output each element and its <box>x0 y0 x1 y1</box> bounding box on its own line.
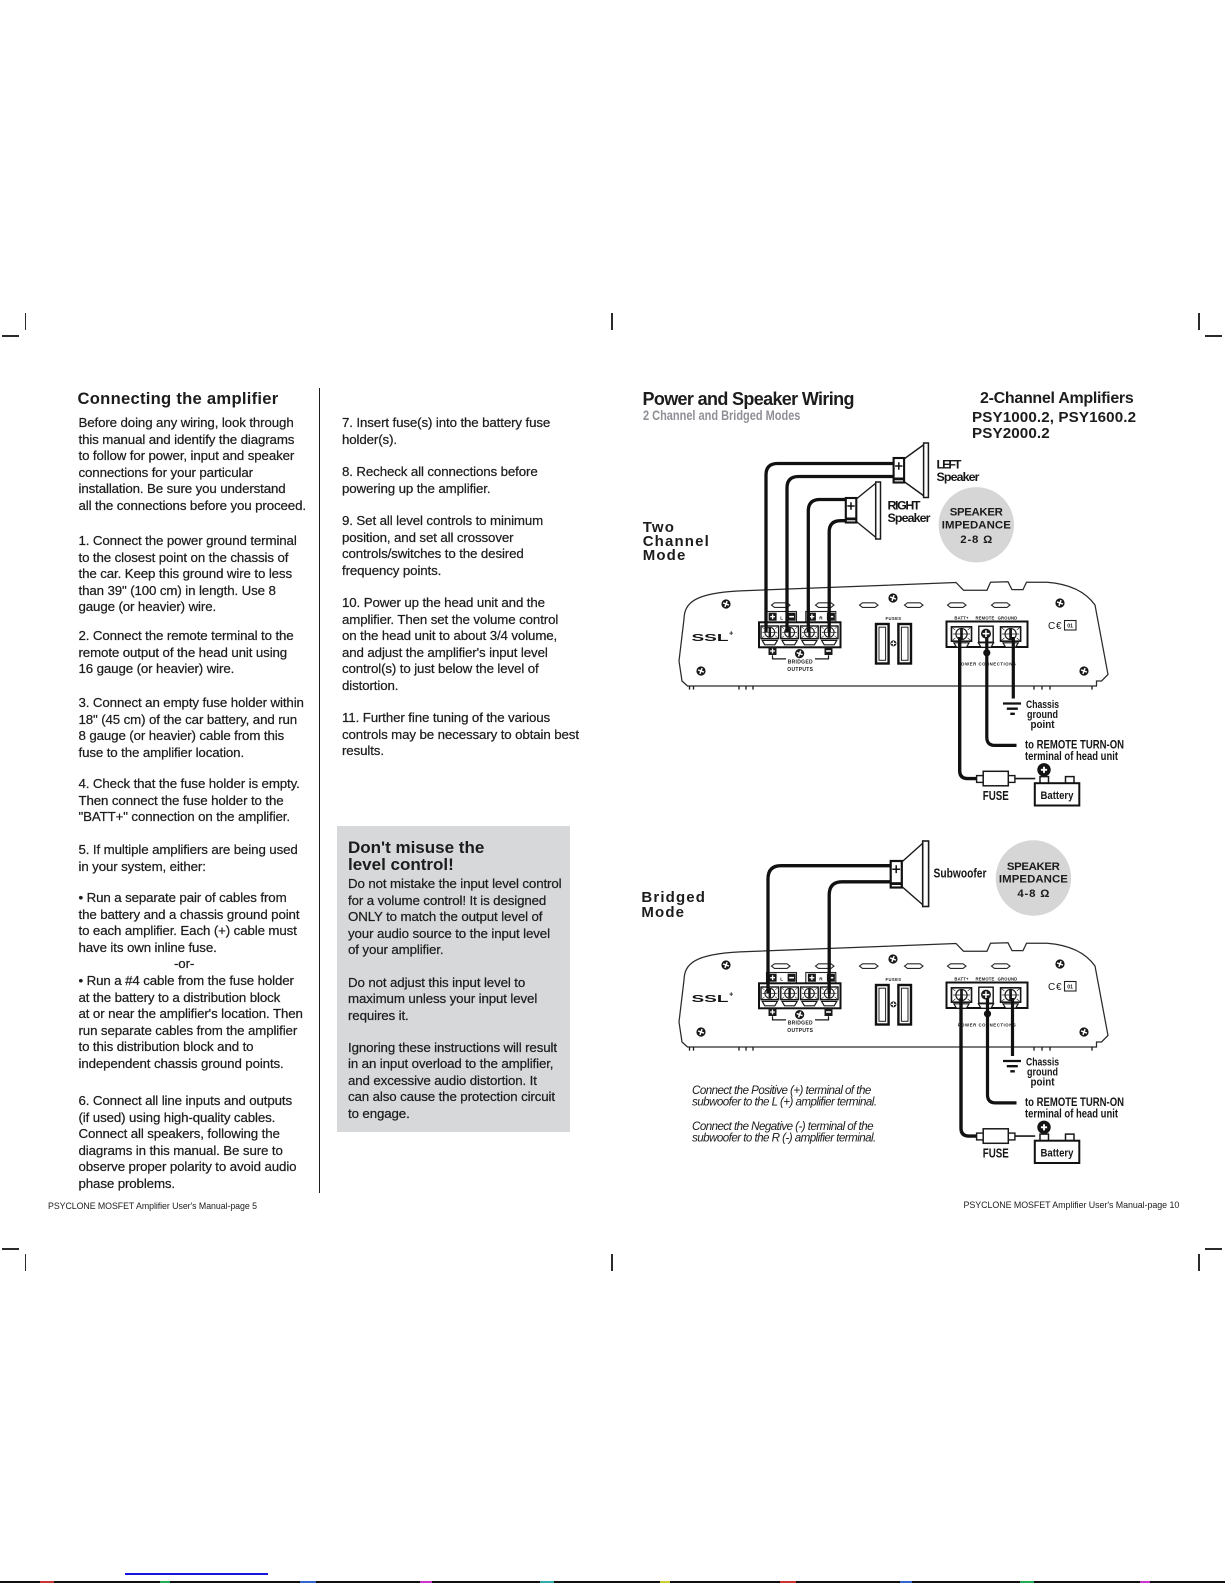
svg-text:subwoofer to the R (-) amplifi: subwoofer to the R (-) amplifier termina… <box>692 1132 876 1145</box>
svg-text:LEFT: LEFT <box>937 458 962 472</box>
svg-text:Connect the Positive (+) termi: Connect the Positive (+) terminal of the <box>692 1084 872 1097</box>
svg-text:Speaker: Speaker <box>888 511 931 525</box>
svg-text:SPEAKER: SPEAKER <box>1007 861 1060 873</box>
svg-text:Connect the Negative (-) termi: Connect the Negative (-) terminal of the <box>692 1120 874 1133</box>
svg-text:subwoofer to the L (+) amplifi: subwoofer to the L (+) amplifier termina… <box>692 1096 877 1109</box>
svg-text:2-8 Ω: 2-8 Ω <box>960 534 992 546</box>
svg-text:IMPEDANCE: IMPEDANCE <box>942 520 1011 532</box>
svg-text:SPEAKER: SPEAKER <box>950 507 1003 519</box>
svg-text:IMPEDANCE: IMPEDANCE <box>999 873 1068 885</box>
svg-text:4-8 Ω: 4-8 Ω <box>1017 888 1049 900</box>
svg-text:Subwoofer: Subwoofer <box>934 866 987 881</box>
svg-text:RIGHT: RIGHT <box>888 499 921 513</box>
svg-text:Speaker: Speaker <box>937 470 980 484</box>
